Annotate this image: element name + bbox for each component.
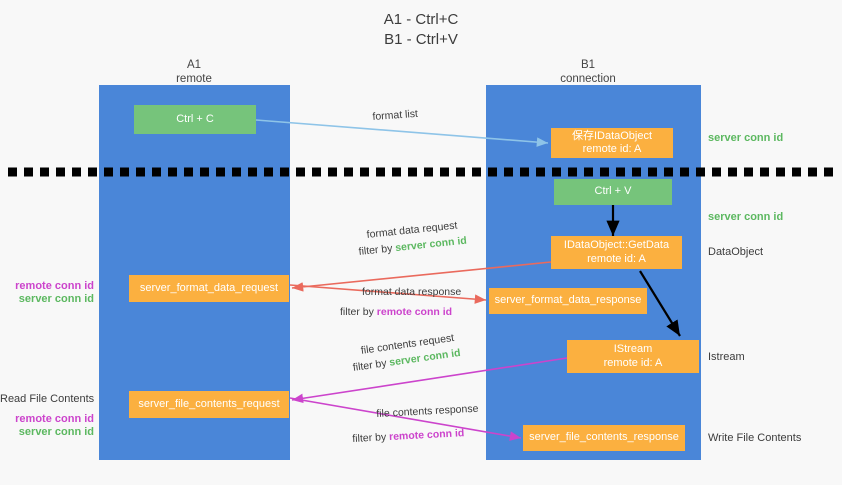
note-read-file-contents: Read File Contents: [0, 393, 95, 405]
node-server-file-contents-response[interactable]: server_file_contents_response: [523, 425, 685, 451]
column-header-a1: A1 remote: [94, 58, 294, 86]
node-ctrl-c[interactable]: Ctrl + C: [134, 105, 256, 134]
column-header-b1-name: B1: [580, 59, 596, 71]
filter-prefix: filter by: [352, 431, 390, 445]
node-server-format-data-response[interactable]: server_format_data_response: [489, 288, 647, 314]
filter-prefix: filter by: [358, 242, 396, 258]
note-server-conn-id-1: server conn id: [18, 293, 94, 305]
node-getdata[interactable]: IDataObject::GetData remote id: A: [551, 236, 682, 269]
node-server-format-data-response-label: server_format_data_response: [494, 294, 642, 307]
node-server-format-data-request-label: server_format_data_request: [139, 281, 279, 294]
column-header-b1: B1 connection: [488, 58, 688, 86]
node-server-file-contents-request[interactable]: server_file_contents_request: [129, 391, 289, 418]
edge-label-format-list: format list: [372, 107, 419, 123]
filter-key-remote-conn-id: remote conn id: [376, 306, 453, 318]
edge-label-file-contents-response-filter: filter by remote conn id: [352, 426, 465, 446]
note-server-conn-id-top: server conn id: [708, 132, 784, 144]
node-save-idataobject-line1: 保存IDataObject: [571, 129, 653, 142]
note-server-conn-id-mid: server conn id: [708, 211, 784, 223]
edge-label-format-data-response: format data response: [362, 286, 462, 298]
node-istream[interactable]: IStream remote id: A: [567, 340, 699, 373]
node-ctrl-v-label: Ctrl + V: [594, 185, 632, 198]
column-header-a1-name: A1: [186, 59, 202, 71]
filter-prefix: filter by: [340, 306, 377, 318]
column-header-b1-sub: connection: [560, 73, 616, 85]
edge-label-file-contents-response: file contents response: [376, 402, 479, 420]
node-server-format-data-request[interactable]: server_format_data_request: [129, 275, 289, 302]
column-header-a1-sub: remote: [176, 73, 212, 85]
note-remote-conn-id-2: remote conn id: [15, 413, 94, 425]
node-server-file-contents-response-label: server_file_contents_response: [529, 431, 679, 444]
note-dataobject: DataObject: [708, 246, 764, 258]
note-remote-conn-id-1: remote conn id: [15, 280, 94, 292]
node-save-idataobject[interactable]: 保存IDataObject remote id: A: [551, 128, 673, 158]
node-ctrl-v[interactable]: Ctrl + V: [554, 179, 672, 205]
note-server-conn-id-2: server conn id: [18, 426, 94, 438]
node-ctrl-c-label: Ctrl + C: [176, 112, 214, 125]
note-istream: Istream: [708, 351, 745, 363]
note-write-file-contents: Write File Contents: [708, 432, 802, 444]
filter-prefix: filter by: [352, 356, 391, 374]
node-save-idataobject-line2: remote id: A: [582, 143, 642, 155]
filter-key-remote-conn-id: remote conn id: [388, 427, 465, 444]
edge-label-format-data-response-filter: filter by remote conn id: [340, 305, 452, 319]
node-getdata-line2: remote id: A: [587, 252, 646, 265]
node-istream-line2: remote id: A: [603, 356, 663, 369]
diagram-title: A1 - Ctrl+C B1 - Ctrl+V: [383, 11, 459, 48]
node-server-file-contents-request-label: server_file_contents_request: [138, 397, 280, 410]
node-istream-line1: IStream: [613, 343, 653, 355]
node-getdata-line1: IDataObject::GetData: [563, 239, 670, 251]
